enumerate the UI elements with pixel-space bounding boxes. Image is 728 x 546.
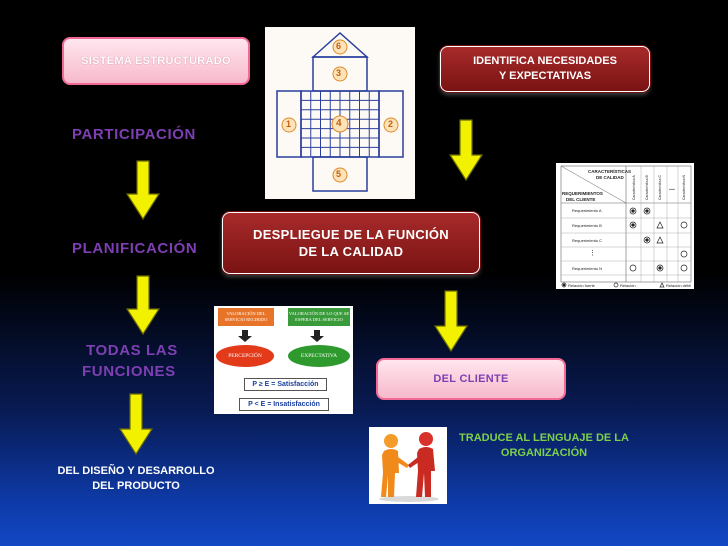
node-sistema-estructurado: SISTEMA ESTRUCTURADO <box>62 37 250 85</box>
perception-oval: PERCEPCIÓN <box>216 345 274 367</box>
arrow-identifica-despliegue <box>449 119 483 181</box>
label-diseno-line2: DEL PRODUCTO <box>92 480 180 492</box>
house-room-1: 1 <box>286 119 292 129</box>
node-sistema-label: SISTEMA ESTRUCTURADO <box>81 55 231 67</box>
house-of-quality-drawing <box>276 31 404 192</box>
perception-box-espera-label: VALORACIÓN DE LO QUE SE ESPERA DEL SERVI… <box>288 311 350 322</box>
matrix-legend-strong: Relación fuerte <box>568 283 595 288</box>
matrix-row-header-2: DEL CLIENTE <box>566 197 596 202</box>
house-of-quality-image: 6 3 1 4 2 5 <box>265 27 415 199</box>
handshake-image <box>369 427 447 504</box>
perception-box-recibido: VALORACIÓN DEL SERVICIO RECIBIDO <box>218 308 274 326</box>
arrow-planificacion-todas <box>126 275 160 335</box>
label-todas-line2: FUNCIONES <box>82 363 176 380</box>
arrow-despliegue-cliente <box>434 290 468 352</box>
expectation-oval: EXPECTATIVA <box>288 345 350 367</box>
quality-matrix-grid <box>560 165 692 288</box>
matrix-col-c: Característica C <box>658 174 662 200</box>
matrix-ellipsis: ... <box>669 185 675 192</box>
node-del-cliente-label: DEL CLIENTE <box>433 373 509 385</box>
node-despliegue-line1: DESPLIEGUE DE LA FUNCIÓN <box>253 227 449 242</box>
label-participacion: PARTICIPACIÓN <box>72 126 196 143</box>
label-todas-line1: TODAS LAS <box>86 342 178 359</box>
node-identifica-label: IDENTIFICA NECESIDADES Y EXPECTATIVAS <box>473 55 617 82</box>
label-traduce-line1: TRADUCE AL LENGUAJE DE LA <box>459 432 629 444</box>
label-todas-las-funciones: TODAS LAS FUNCIONES <box>82 340 178 382</box>
node-del-cliente: DEL CLIENTE <box>376 358 566 400</box>
house-room-2: 2 <box>388 119 394 129</box>
matrix-row-dots: ⋮ <box>589 250 596 257</box>
formula-satisfaccion-label: P ≥ E = Satisfacción <box>252 381 319 388</box>
node-despliegue-line2: DE LA CALIDAD <box>298 244 404 259</box>
house-room-5: 5 <box>336 169 342 179</box>
label-traduce-lenguaje: TRADUCE AL LENGUAJE DE LA ORGANIZACIÓN <box>446 431 642 461</box>
house-room-6: 6 <box>336 41 342 51</box>
label-traduce-line2: ORGANIZACIÓN <box>500 447 588 459</box>
arrow-todas-diseno <box>119 393 153 455</box>
perception-box-recibido-label: VALORACIÓN DEL SERVICIO RECIBIDO <box>224 311 268 322</box>
matrix-legend-medium: Relación <box>620 283 636 288</box>
matrix-col-n: Característica N <box>682 174 686 200</box>
node-despliegue-funcion-calidad: DESPLIEGUE DE LA FUNCIÓN DE LA CALIDAD <box>222 212 480 274</box>
arrow-participacion-planificacion <box>126 160 160 220</box>
perception-expectation-image: VALORACIÓN DEL SERVICIO RECIBIDO VALORAC… <box>214 306 353 414</box>
matrix-row-b: Requerimiento B <box>572 223 602 228</box>
house-room-4: 4 <box>336 118 342 129</box>
matrix-legend-weak: Relación débil <box>666 283 692 288</box>
matrix-row-a: Requerimiento A <box>572 208 602 213</box>
handshake-figures <box>379 432 439 502</box>
matrix-row-header-1: REQUERIMIENTOS <box>562 191 603 196</box>
label-planificacion: PLANIFICACIÓN <box>72 240 198 257</box>
expectation-oval-label: EXPECTATIVA <box>300 353 338 359</box>
matrix-col-b: Característica B <box>645 175 649 200</box>
perception-box-espera: VALORACIÓN DE LO QUE SE ESPERA DEL SERVI… <box>288 308 350 326</box>
label-diseno-desarrollo: DEL DISEÑO Y DESARROLLO DEL PRODUCTO <box>56 464 216 494</box>
matrix-row-n: Requerimiento N <box>572 266 603 271</box>
label-diseno-line1: DEL DISEÑO Y DESARROLLO <box>57 465 215 477</box>
formula-insatisfaccion-label: P < E = Insatisfacción <box>248 401 320 408</box>
node-identifica-necesidades: IDENTIFICA NECESIDADES Y EXPECTATIVAS <box>440 46 650 92</box>
formula-satisfaccion: P ≥ E = Satisfacción <box>244 378 327 391</box>
quality-matrix-image: CARACTERÍSTICAS DE CALIDAD REQUERIMIENTO… <box>556 163 694 289</box>
matrix-header-top: CARACTERÍSTICAS <box>588 169 632 174</box>
matrix-col-a: Característica A <box>632 175 636 200</box>
formula-insatisfaccion: P < E = Insatisfacción <box>239 398 329 411</box>
matrix-header-sub: DE CALIDAD <box>596 175 624 180</box>
house-room-3: 3 <box>336 68 342 78</box>
matrix-row-c: Requerimiento C <box>572 238 603 243</box>
perception-oval-label: PERCEPCIÓN <box>228 353 262 359</box>
perception-arrows <box>238 330 324 342</box>
